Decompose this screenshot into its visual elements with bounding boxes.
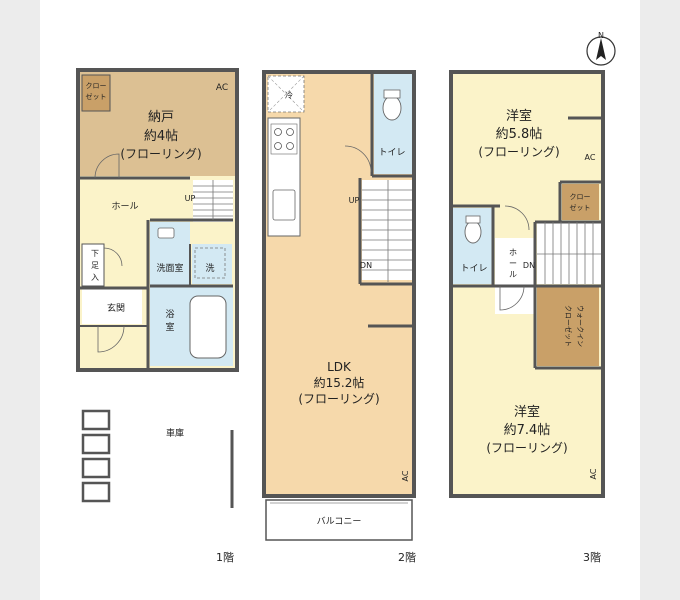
- wic-line2: クローゼット: [564, 305, 573, 347]
- bathtub-icon: [189, 295, 227, 359]
- room1-floor: (フローリング): [478, 145, 559, 159]
- floor2-toilet-icon: [382, 95, 402, 121]
- genkan-area: [82, 288, 142, 324]
- floor3-closet-line2: ゼット: [570, 203, 591, 212]
- bath-label-1: 浴: [165, 309, 174, 320]
- room1-name: 洋室: [506, 108, 532, 124]
- floor2-outer-wall: [262, 70, 416, 498]
- floor2-tank-icon: [383, 89, 401, 99]
- geta-label-1: 下: [91, 249, 99, 258]
- sink-icon: [272, 189, 296, 221]
- floor3-hall-1: ホ: [509, 248, 517, 257]
- floor3-tank-icon: [465, 215, 481, 224]
- floor3-room2-door: [499, 285, 525, 311]
- floor2-toilet-room: [374, 74, 412, 174]
- floor3-stairs: [537, 222, 601, 284]
- wic-line1: ウォークイン: [576, 305, 584, 347]
- garage-label: 車庫: [166, 427, 184, 439]
- floor3-closet-line1: クロー: [570, 193, 591, 201]
- floor1-closet-line2: ゼット: [86, 92, 107, 101]
- floor1-hall: ホール: [111, 201, 138, 212]
- floor3-toilet-icon: [464, 220, 482, 244]
- ldk-size: 約15.2帖: [314, 375, 365, 390]
- floor3-ac2: AC: [589, 468, 598, 479]
- floor2-label: 2階: [398, 550, 416, 564]
- floor1-outer-wall: [76, 68, 239, 372]
- compass: N: [586, 31, 616, 66]
- floor2-toilet-door: [344, 145, 372, 173]
- bath-label-2: 室: [165, 321, 174, 333]
- floor1-ac: AC: [216, 83, 228, 93]
- floor1-stairs: [193, 180, 233, 220]
- senmen-label: 洗面室: [156, 262, 183, 274]
- geta-label-2: 足: [91, 261, 99, 270]
- shoe-rack: [81, 243, 105, 287]
- fridge-diag-2: [267, 75, 305, 113]
- washbasin-icon: [157, 227, 175, 239]
- floor2-toilet-label: トイレ: [378, 148, 405, 158]
- floor1-closet-line1: クロー: [86, 82, 107, 90]
- nando-floor: (フローリング): [120, 147, 201, 161]
- floor2-stairs: [362, 180, 412, 282]
- floor3-hall-2: ー: [509, 259, 517, 268]
- floor3-outer-wall: [449, 70, 605, 498]
- nando-name: 納戸: [148, 110, 174, 125]
- floor2-ac: AC: [401, 470, 410, 481]
- room1-size: 約5.8帖: [496, 127, 543, 142]
- floor3-ac1: AC: [585, 153, 596, 162]
- floor-1: 納戸 約4帖 (フローリング) クロー ゼット AC ホール UP 洗面室 洗 …: [76, 68, 239, 564]
- nando-door: [94, 153, 120, 179]
- genkan-label: 玄関: [107, 302, 125, 314]
- floor2-up: UP: [349, 196, 360, 205]
- garage-blocks: [81, 409, 111, 503]
- floor2-dn: DN: [360, 261, 372, 270]
- genkan-door: [97, 325, 125, 353]
- floor3-closet: [562, 184, 599, 220]
- geta-door: [103, 247, 123, 267]
- floor-3: 洋室 約5.8帖 (フローリング) AC クロー ゼット トイレ ホ ー ル D…: [449, 70, 605, 564]
- floor1-up: UP: [185, 194, 196, 203]
- floor3-label: 3階: [583, 550, 601, 564]
- room2-floor: (フローリング): [486, 441, 567, 455]
- room2-name: 洋室: [514, 404, 540, 420]
- balcony: [265, 499, 413, 541]
- sentaku-label: 洗: [205, 262, 214, 274]
- floor3-dn: DN: [523, 261, 535, 270]
- stove-icon: [270, 123, 298, 155]
- floor1-label: 1階: [216, 550, 234, 564]
- floor3-hall: [495, 238, 535, 314]
- nando-size: 約4帖: [144, 129, 178, 144]
- balcony-label: バルコニー: [317, 516, 362, 527]
- ldk-floor: (フローリング): [298, 392, 379, 406]
- room2-size: 約7.4帖: [504, 423, 551, 438]
- floor3-toilet-label: トイレ: [460, 264, 487, 274]
- washer-icon: [194, 247, 226, 279]
- floor-2: 冷 トイレ UP DN LDK 約15.2帖 (フローリング) AC バルコニー…: [262, 70, 416, 564]
- geta-label-3: 入: [91, 273, 99, 282]
- fridge-label: 冷: [285, 90, 293, 100]
- floor3-hall-3: ル: [509, 270, 517, 279]
- walk-in-closet: [537, 286, 599, 366]
- floor3-room1-door: [504, 205, 530, 231]
- ldk-name: LDK: [327, 360, 352, 374]
- compass-label: N: [598, 31, 604, 40]
- floor1-closet: [81, 74, 111, 112]
